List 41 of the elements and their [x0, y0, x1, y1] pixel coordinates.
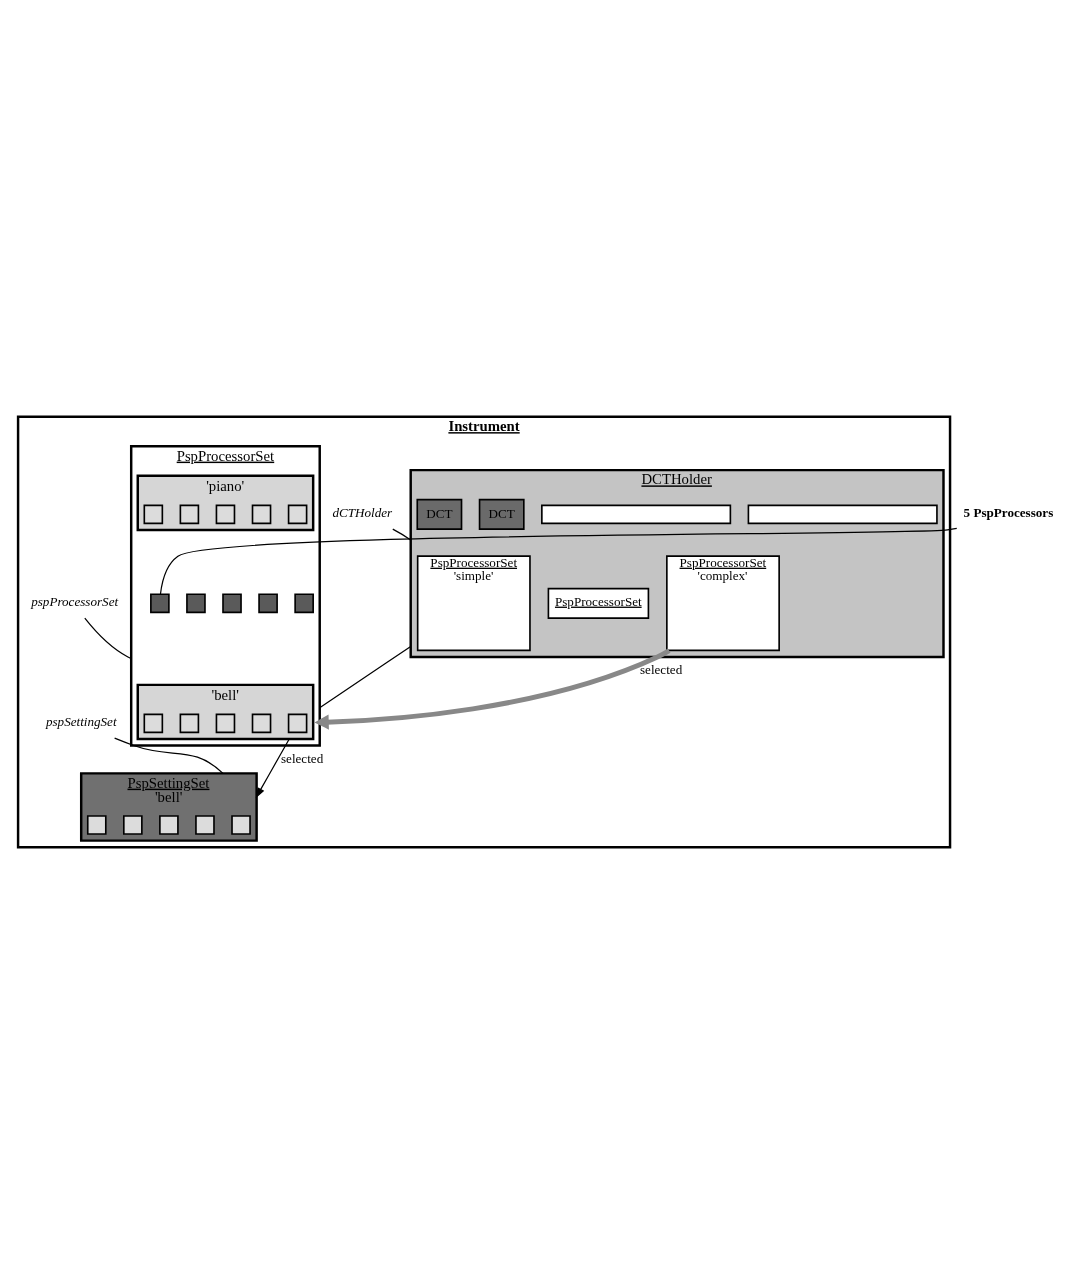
connector — [319, 645, 412, 708]
edge-label: selected — [640, 661, 683, 677]
node-box: DCT — [416, 498, 463, 530]
node-box — [159, 814, 179, 835]
node-box — [251, 504, 272, 524]
node-box — [287, 713, 308, 733]
cluster: 'piano' — [136, 474, 315, 531]
node-box — [195, 814, 215, 835]
edge-label: selected — [280, 750, 324, 766]
node-box: PspProcessorSet 'complex' — [666, 554, 780, 651]
node-box — [179, 504, 200, 524]
node-box — [123, 814, 143, 835]
node-box — [143, 713, 164, 733]
node-box — [215, 504, 236, 524]
node-text: pspSettingSet — [45, 713, 117, 729]
node-box — [231, 814, 251, 835]
node-box — [143, 504, 164, 524]
connector — [159, 527, 958, 595]
node-box: PspProcessorSet 'simple' — [416, 554, 531, 651]
arrow — [255, 737, 290, 798]
node-box — [150, 592, 170, 613]
node-bar — [747, 504, 938, 524]
node-box: PspProcessorSet — [547, 587, 650, 619]
node-box — [258, 592, 278, 613]
node-box — [294, 592, 314, 613]
node-box — [86, 814, 107, 835]
node-bar — [541, 504, 732, 524]
node-box: DCT — [478, 498, 525, 530]
node-box — [222, 592, 242, 613]
node-box — [215, 713, 236, 733]
node-box — [179, 713, 200, 733]
cluster: 'bell' — [136, 683, 315, 740]
cluster: PspSettingSet 'bell' — [79, 771, 258, 842]
node-text: pspProcessorSet — [31, 593, 119, 609]
node-box — [186, 592, 206, 613]
connector — [114, 737, 224, 774]
node-box — [287, 504, 308, 524]
node-box — [251, 713, 272, 733]
connector — [84, 617, 132, 659]
node-text: dCTHolder — [332, 504, 393, 520]
node-text: 5 PspProcessors — [963, 504, 1054, 520]
